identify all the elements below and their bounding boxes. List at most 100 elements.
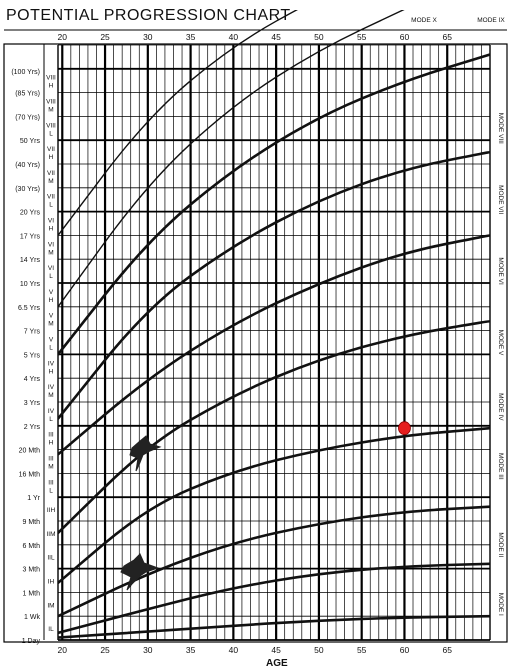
x-tick-label-bottom: 45 (271, 645, 281, 655)
level-label-roman: III (48, 456, 54, 463)
y-tick-label: 4 Yrs (24, 376, 41, 383)
y-tick-label: 6.5 Yrs (18, 305, 41, 312)
level-label-sub: H (49, 297, 54, 304)
x-tick-label-top: 55 (357, 32, 367, 42)
level-label-sub: M (48, 178, 53, 185)
y-tick-label: 20 Yrs (20, 210, 41, 217)
y-tick-label: (100 Yrs) (11, 69, 40, 76)
level-label-sub: M (48, 464, 53, 471)
growth-curve (58, 234, 490, 456)
level-label-roman: VI (48, 241, 54, 248)
mode-label: MODE IV (497, 393, 504, 421)
grid (58, 44, 490, 641)
outer-border (3, 43, 508, 643)
level-label-roman: III (48, 479, 54, 486)
x-tick-label-bottom: 40 (229, 645, 239, 655)
y-tick-label: (70 Yrs) (15, 114, 40, 121)
level-label-sub: H (49, 154, 54, 161)
mode-label-top: MODE X (411, 17, 437, 24)
y-tick-label: 14 Yrs (20, 257, 41, 264)
level-label-sub: L (49, 487, 53, 494)
level-label-sub: M (48, 107, 53, 114)
level-label-roman: V (49, 313, 54, 320)
y-tick-label: 1 Wk (24, 614, 40, 621)
growth-curve (58, 562, 490, 635)
mode-label: MODE V (497, 330, 504, 356)
mode-label: MODE III (497, 453, 504, 480)
figure-mark-lower (120, 553, 160, 591)
level-label-roman: IIL (47, 555, 55, 562)
level-label-roman: VI (48, 265, 54, 272)
y-tick-label: 5 Yrs (24, 352, 41, 359)
mode-label-top: MODE IX (477, 17, 505, 24)
y-tick-label: (30 Yrs) (15, 186, 40, 193)
x-axis-label: AGE (266, 658, 288, 669)
level-label-roman: IIM (46, 531, 55, 538)
level-label-roman: IV (48, 408, 55, 415)
mode-label: MODE I (497, 593, 504, 616)
y-tick-label: 7 Yrs (24, 329, 41, 336)
level-label-roman: VIII (46, 75, 56, 82)
growth-curve (58, 10, 299, 237)
level-label-roman: VII (47, 170, 55, 177)
y-tick-label: 20 Mth (19, 448, 41, 455)
x-tick-label-top: 60 (400, 32, 410, 42)
level-label-sub: L (49, 345, 53, 352)
level-label-roman: V (49, 289, 54, 296)
mode-label: MODE II (497, 532, 504, 557)
y-tick-label: 1 Yr (27, 495, 40, 502)
level-label-sub: H (49, 226, 54, 233)
y-tick-label: 10 Yrs (20, 281, 41, 288)
x-tick-label-top: 25 (100, 32, 110, 42)
level-label-roman: VIII (46, 122, 56, 129)
highlight-point-layer (398, 421, 411, 436)
x-tick-label-top: 30 (143, 32, 153, 42)
level-label-sub: M (48, 392, 53, 399)
x-tick-label-top: 50 (314, 32, 324, 42)
level-label-roman: VII (47, 194, 55, 201)
mode-label: MODE VIII (497, 113, 504, 144)
curves (58, 10, 490, 639)
plot-frame (3, 29, 508, 643)
x-tick-label-top: 40 (229, 32, 239, 42)
level-label-roman: IIH (47, 507, 56, 514)
highlight-point (398, 421, 411, 436)
level-label-roman: IV (48, 384, 55, 391)
level-label-sub: L (49, 273, 53, 280)
growth-curve (58, 150, 490, 420)
x-tick-label-bottom: 60 (400, 645, 410, 655)
growth-curve (58, 505, 490, 618)
y-tick-label: 3 Mth (22, 567, 40, 574)
x-tick-label-top: 35 (186, 32, 196, 42)
x-tick-label-bottom: 20 (58, 645, 68, 655)
level-label-roman: VIII (46, 99, 56, 106)
x-tick-label-bottom: 65 (442, 645, 452, 655)
y-tick-label: 1 Mth (22, 590, 40, 597)
y-tick-label: 16 Mth (19, 471, 41, 478)
y-tick-label: 6 Mth (22, 543, 40, 550)
x-tick-label-bottom: 25 (100, 645, 110, 655)
y-axis-ticks: (100 Yrs)(85 Yrs)(70 Yrs)50 Yrs(40 Yrs)(… (11, 69, 40, 645)
x-tick-label-top: 45 (271, 32, 281, 42)
figure-mark-upper (129, 435, 162, 472)
y-tick-label: (85 Yrs) (15, 91, 40, 98)
y-tick-label: (40 Yrs) (15, 162, 40, 169)
level-label-sub: L (49, 202, 53, 209)
level-labels: VIIIHVIIIMVIIILVIIHVIIMVIILVIHVIMVILVHVM… (46, 75, 56, 633)
level-label-roman: III (48, 432, 54, 439)
level-label-roman: IV (48, 360, 55, 367)
x-tick-label-bottom: 35 (186, 645, 196, 655)
y-tick-label: 9 Mth (22, 519, 40, 526)
level-label-roman: VI (48, 218, 54, 225)
level-label-roman: IH (48, 579, 55, 586)
growth-curve (58, 614, 490, 639)
y-tick-label: 2 Yrs (24, 424, 41, 431)
level-label-roman: IL (48, 626, 54, 633)
level-label-sub: L (49, 416, 53, 423)
growth-curve (58, 319, 490, 535)
level-label-roman: VII (47, 146, 55, 153)
level-label-sub: M (48, 321, 53, 328)
growth-curve (58, 10, 405, 308)
level-label-sub: H (49, 83, 54, 90)
